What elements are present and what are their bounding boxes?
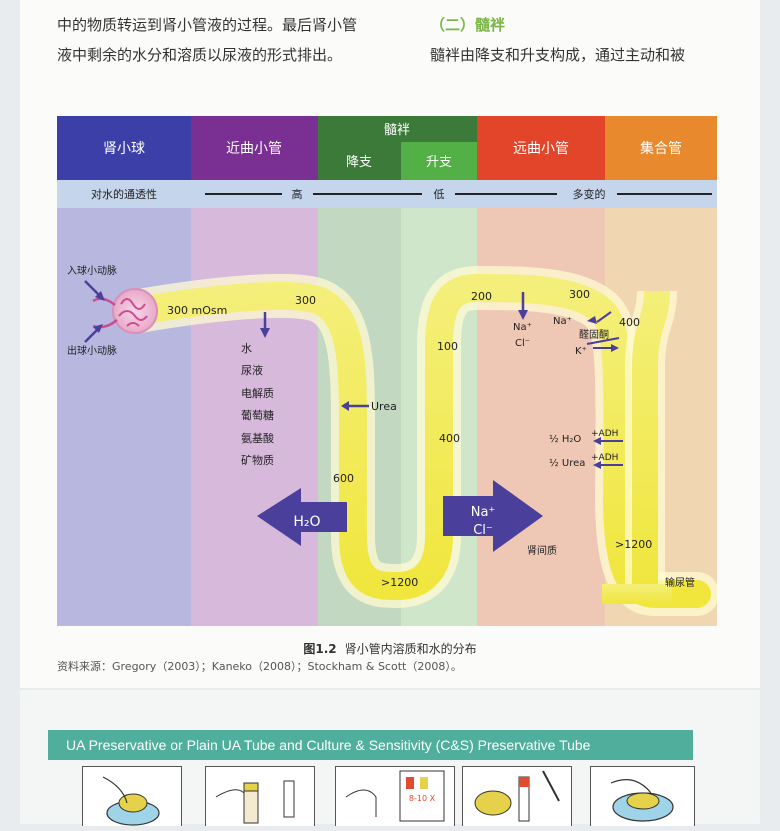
label-proximal: 近曲小管 [226, 141, 282, 157]
panel-2-illustration [215, 780, 295, 824]
osm-descending: 600 [333, 472, 354, 485]
panel-1-illustration [102, 776, 160, 826]
label-descending: 降支 [346, 155, 372, 170]
header-descending [318, 142, 401, 180]
adh-label-2: +ADH [591, 453, 618, 463]
label-distal: 远曲小管 [513, 141, 569, 157]
reabsorption-arrowhead [260, 328, 270, 338]
body-text-line3: 髓袢由降支和升支构成，通过主动和被 [430, 46, 686, 64]
osm-bottom: >1200 [381, 576, 418, 589]
perm-high: 高 [292, 187, 303, 201]
reabsorbed-1: 尿液 [241, 363, 263, 377]
efferent-label: 出球小动脉 [67, 344, 117, 357]
h2o-big-arrow [257, 488, 347, 546]
perm-low: 低 [434, 188, 445, 201]
figure-source: 资料来源：Gregory（2003）；Kaneko（2008）；Stockham… [57, 660, 462, 673]
label-loop: 髓袢 [384, 123, 410, 138]
reabsorbed-5: 矿物质 [241, 453, 274, 467]
perm-label: 对水的通透性 [91, 187, 157, 201]
header-loop [318, 116, 477, 142]
section-heading: （二）髓袢 [430, 16, 506, 34]
distal-cl: Cl⁻ [515, 338, 530, 349]
instruction-panel-4 [462, 766, 572, 826]
glomerulus-capillaries [118, 298, 148, 327]
header-ascending [401, 142, 477, 180]
h2o-adh-arrowhead [593, 437, 601, 445]
header-collecting [605, 116, 717, 180]
urea-adh-label: ½ Urea [549, 457, 585, 469]
adh-label-1: +ADH [591, 429, 618, 439]
glomerulus-capsule [112, 288, 158, 334]
tubule-path [125, 274, 711, 608]
aldo-arrow [586, 337, 620, 345]
nephron-diagram-svg: 肾小球 近曲小管 髓袢 降支 升支 远曲小管 集合管 对水的通透性 高 低 多变… [57, 116, 717, 626]
instruction-panel-2 [205, 766, 315, 826]
interstitium-label: 肾间质 [527, 544, 557, 557]
perm-variable: 多变的 [573, 187, 606, 201]
nephron-diagram: 肾小球 近曲小管 髓袢 降支 升支 远曲小管 集合管 对水的通透性 高 低 多变… [57, 116, 717, 626]
afferent-label: 入球小动脉 [67, 264, 117, 277]
aldosterone-label: 醛固酮 [579, 328, 609, 341]
panel-3-illustration: 8-10 X [345, 770, 445, 822]
na2-arrow [596, 311, 612, 323]
osm-ascending-low: 400 [439, 432, 460, 445]
bg-glomerulus [57, 208, 191, 626]
nacl-na-label: Na⁺ [471, 505, 496, 520]
figure-caption: 图1.2 肾小管内溶质和水的分布 [0, 640, 780, 657]
reabsorbed-3: 葡萄糖 [241, 408, 274, 422]
panel-5-illustration [610, 779, 674, 822]
ureter-label: 输尿管 [665, 576, 695, 589]
nacl-big-arrow [443, 480, 543, 552]
k-ion-label: K⁺ [575, 346, 587, 357]
tube-label: 8-10 X [409, 794, 436, 803]
osm-collecting-bottom: >1200 [615, 538, 652, 551]
collecting-duct [632, 290, 670, 596]
na2-arrowhead [587, 316, 597, 324]
panel-4-illustration [474, 770, 560, 822]
header-proximal [191, 116, 318, 180]
ua-banner: UA Preservative or Plain UA Tube and Cul… [48, 730, 693, 760]
distal-na2: Na⁺ [553, 316, 572, 327]
h2o-adh-label: ½ H₂O [549, 433, 581, 445]
reabsorbed-0: 水 [241, 342, 252, 355]
instruction-panel-5 [590, 766, 695, 826]
header-distal [477, 116, 605, 180]
afferent-arrowhead [95, 291, 105, 301]
urea-adh-arrowhead [593, 461, 601, 469]
osm-ascending-mid: 100 [437, 340, 458, 353]
instruction-panel-1 [82, 766, 182, 826]
label-collecting: 集合管 [640, 140, 682, 157]
efferent-arrowhead [93, 324, 103, 333]
label-ascending: 升支 [426, 155, 452, 170]
k-arrowhead [611, 344, 619, 352]
figure-number: 图1.2 [303, 642, 337, 656]
distal-down-arrowhead [518, 310, 528, 320]
body-text-line1: 中的物质转运到肾小管液的过程。最后肾小管 [57, 16, 358, 34]
figure-title: 肾小管内溶质和水的分布 [344, 642, 477, 656]
distal-na: Na⁺ [513, 322, 532, 333]
body-text-line2: 液中剩余的水分和溶质以尿液的形式排出。 [57, 46, 343, 64]
label-glomerulus: 肾小球 [103, 141, 145, 157]
reabsorbed-2: 电解质 [241, 386, 274, 400]
nacl-cl-label: Cl⁻ [473, 523, 493, 538]
urea-arrowhead [341, 401, 349, 411]
osm-start: 300 mOsm [167, 304, 227, 317]
instruction-panel-3: 8-10 X [335, 766, 455, 826]
h2o-big-arrow-label: H₂O [293, 514, 320, 530]
osm-proximal-end: 300 [295, 294, 316, 307]
osm-collecting-top: 400 [619, 316, 640, 329]
urea-label: Urea [371, 400, 397, 413]
ureter-segment [602, 584, 672, 604]
reabsorbed-4: 氨基酸 [241, 431, 274, 445]
osm-distal: 300 [569, 288, 590, 301]
header-glomerulus [57, 116, 191, 180]
osm-ascending-top: 200 [471, 290, 492, 303]
